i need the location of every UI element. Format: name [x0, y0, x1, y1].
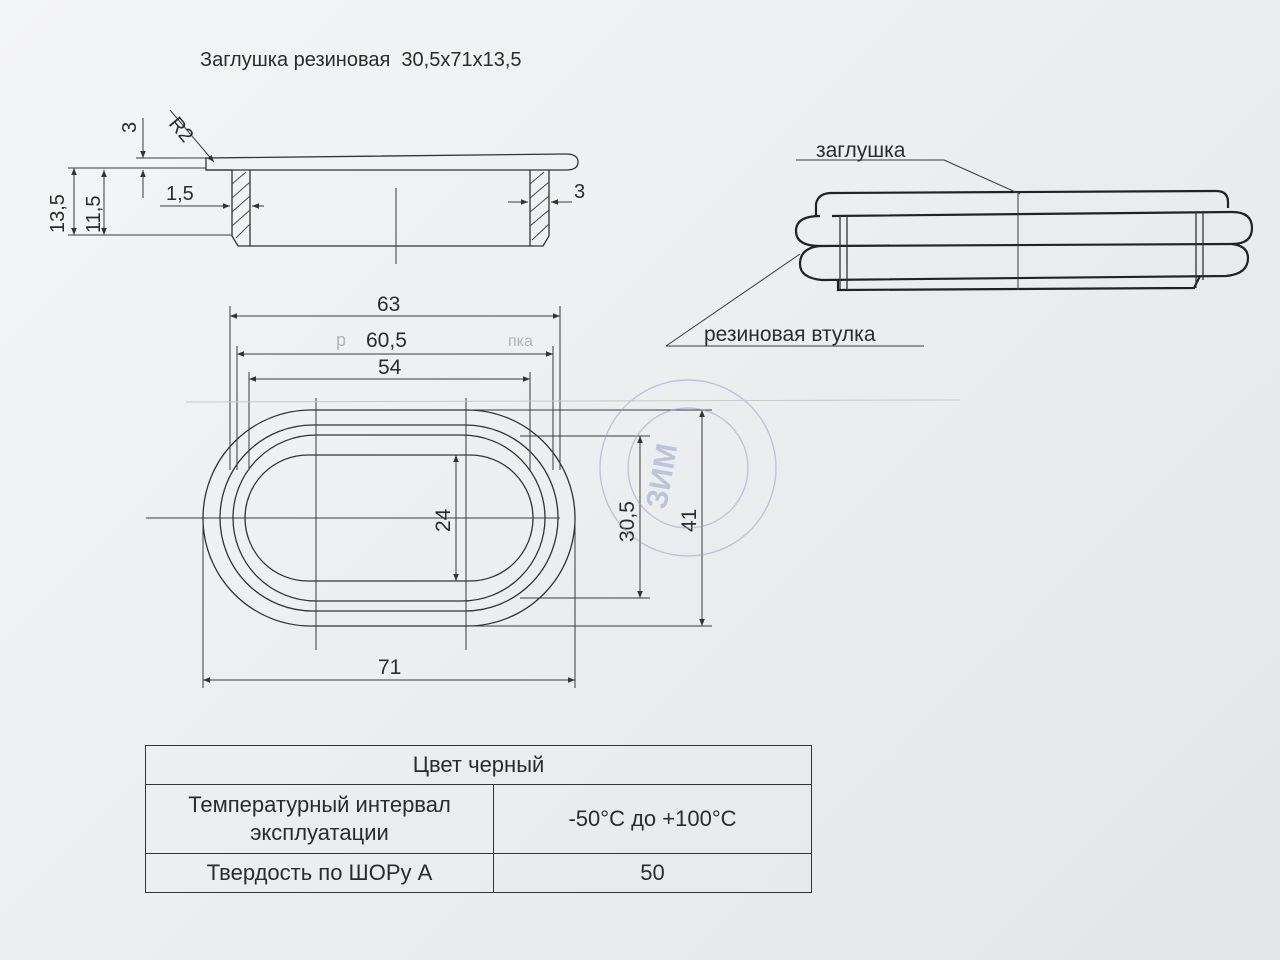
color-cell: Цвет черный — [145, 745, 812, 785]
temp-label-cell: Температурный интервал эксплуатации — [145, 784, 494, 854]
plan-view: р пка 63 60,5 54 71 — [146, 293, 712, 688]
dim-wall-offset: 1,5 — [166, 183, 194, 205]
table-row: Твердость по ШОРу А 50 — [145, 853, 812, 893]
label-plug: заглушка — [816, 139, 906, 162]
dim-length-63: 63 — [377, 293, 400, 316]
drawing-title: Заглушка резиновая 30,5х71х13,5 — [200, 49, 522, 71]
dim-inner-width: 24 — [432, 508, 455, 532]
dim-wall-thickness: 3 — [574, 181, 585, 203]
properties-table: Цвет черный Температурный интервал экспл… — [145, 745, 812, 893]
section-view: 13,5 11,5 3 R2 1,5 3 — [47, 109, 585, 264]
hardness-label-cell: Твердость по ШОРу А — [145, 853, 494, 893]
temp-value-cell: -50°С до +100°С — [493, 784, 812, 854]
dim-width-30-5: 30,5 — [616, 501, 639, 542]
dim-radius: R2 — [164, 113, 197, 147]
hardness-value-cell: 50 — [493, 853, 812, 893]
dim-outer-width: 41 — [678, 509, 701, 532]
svg-text:ЗИМ: ЗИМ — [640, 441, 684, 511]
dim-top-thickness: 3 — [119, 122, 141, 133]
table-row: Температурный интервал эксплуатации -50°… — [145, 784, 812, 854]
dim-length-54: 54 — [378, 356, 402, 379]
table-row: Цвет черный — [145, 745, 812, 785]
dim-overall-height: 13,5 — [47, 194, 69, 233]
ghost-text-left: р — [336, 330, 346, 350]
ghost-text-right: пка — [508, 333, 533, 350]
dim-length-60-5: 60,5 — [366, 329, 407, 352]
dim-sleeve-height: 11,5 — [83, 196, 105, 233]
assembly-view: заглушка резиновая втулка — [665, 139, 1254, 347]
dim-outer-length: 71 — [378, 656, 401, 679]
label-sleeve: резиновая втулка — [704, 323, 876, 346]
